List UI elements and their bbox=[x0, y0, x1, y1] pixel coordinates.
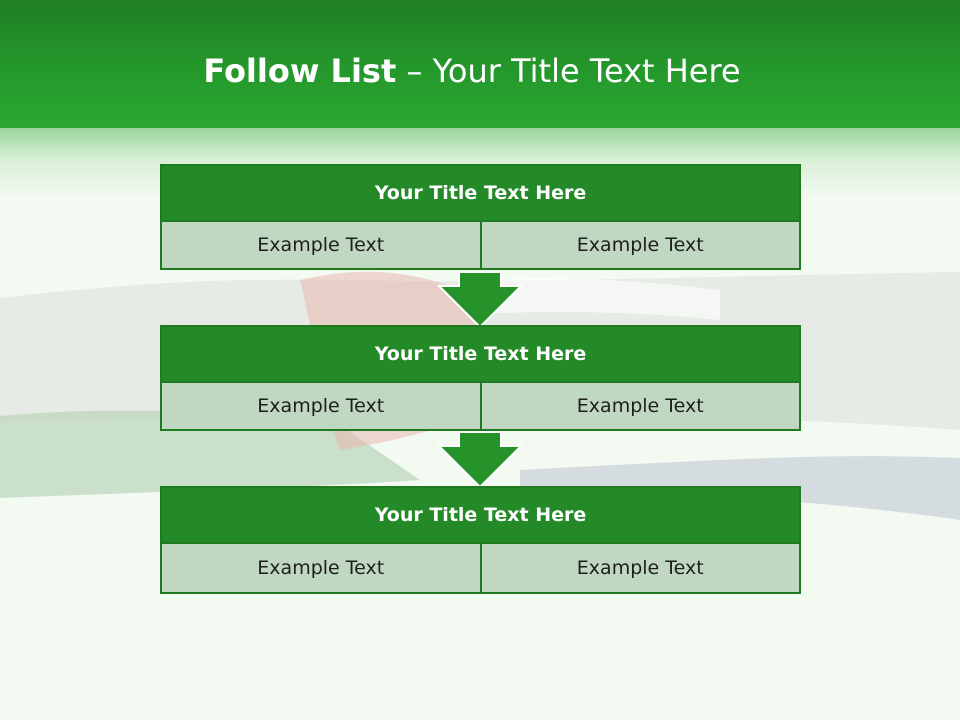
follow-block-3: Your Title Text Here Example Text Exampl… bbox=[160, 486, 801, 594]
follow-block-right-cell: Example Text bbox=[479, 383, 800, 429]
follow-block-row: Example Text Example Text bbox=[162, 544, 799, 592]
down-arrow-icon bbox=[437, 272, 523, 328]
follow-block-1: Your Title Text Here Example Text Exampl… bbox=[160, 164, 801, 270]
follow-block-right-cell: Example Text bbox=[479, 544, 800, 592]
follow-block-title: Your Title Text Here bbox=[162, 327, 799, 383]
follow-block-row: Example Text Example Text bbox=[162, 222, 799, 268]
follow-block-title: Your Title Text Here bbox=[162, 488, 799, 544]
follow-block-left-cell: Example Text bbox=[257, 395, 385, 417]
slide-title-rest: – Your Title Text Here bbox=[396, 52, 741, 90]
background-highlight bbox=[480, 278, 720, 320]
follow-block-right-cell: Example Text bbox=[479, 222, 800, 268]
header-band bbox=[0, 0, 960, 128]
down-arrow-icon bbox=[437, 432, 523, 488]
follow-block-row: Example Text Example Text bbox=[162, 383, 799, 429]
slide-title-bold: Follow List bbox=[203, 52, 397, 90]
slide-title: Follow List – Your Title Text Here bbox=[0, 52, 944, 90]
follow-block-left-cell: Example Text bbox=[257, 234, 385, 256]
background-stripe-green bbox=[0, 410, 420, 498]
follow-block-2: Your Title Text Here Example Text Exampl… bbox=[160, 325, 801, 431]
follow-block-left-cell: Example Text bbox=[257, 557, 385, 579]
follow-block-title: Your Title Text Here bbox=[162, 166, 799, 222]
